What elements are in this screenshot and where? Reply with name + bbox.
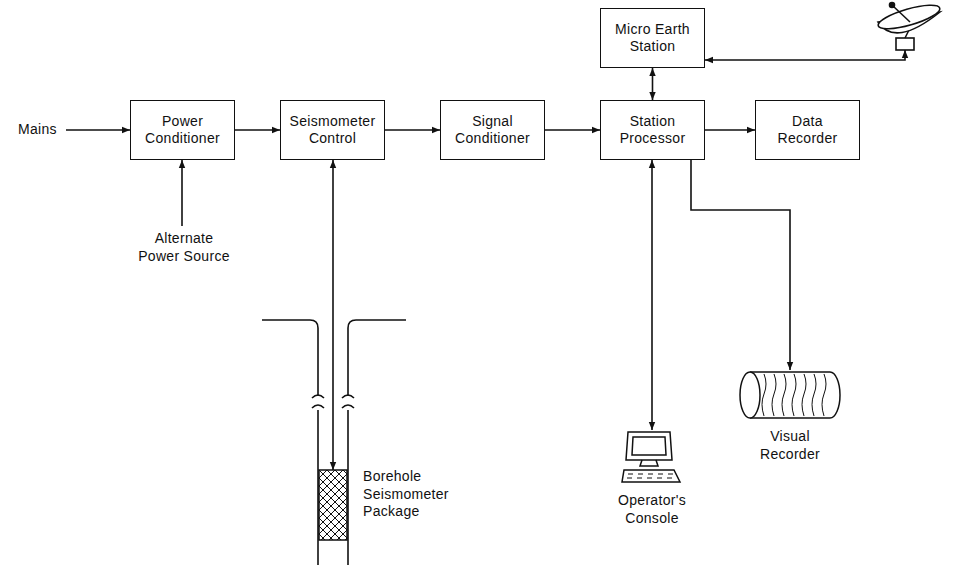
satellite-dish	[876, 0, 942, 50]
drum-icon: Visual Recorder	[740, 370, 840, 420]
box-label: Signal Conditioner	[447, 113, 538, 148]
alternate-power-arrow	[181, 160, 183, 226]
signal-arrow	[691, 160, 790, 370]
signal-label: Mains	[16, 121, 59, 139]
process-box: Micro Earth Station	[600, 8, 705, 68]
signal-arrow	[385, 129, 440, 131]
signal-arrow	[332, 160, 334, 470]
process-box: Power Conditioner	[130, 100, 235, 160]
console-outline	[622, 430, 682, 486]
process-box: Signal Conditioner	[440, 100, 545, 160]
mains-arrow	[66, 129, 130, 131]
box-label: Data Recorder	[762, 113, 853, 148]
process-box: Data Recorder	[755, 100, 860, 160]
borehole	[262, 320, 406, 565]
dish-link	[705, 50, 905, 60]
signal-arrow	[545, 129, 600, 131]
signal-arrow	[652, 68, 654, 100]
box-label: Station Processor	[607, 113, 698, 148]
signal-arrow	[651, 160, 653, 430]
process-box: Seismometer Control	[280, 100, 385, 160]
icon-label: Borehole Seismometer Package	[363, 468, 467, 521]
console-icon: Operator's Console	[622, 430, 682, 486]
box-label: Micro Earth Station	[607, 21, 698, 56]
package-icon: Borehole Seismometer Package	[319, 470, 347, 540]
icon-label: Visual Recorder	[748, 428, 832, 463]
process-box: Station Processor	[600, 100, 705, 160]
icon-label: Operator's Console	[600, 492, 704, 527]
box-label: Seismometer Control	[287, 113, 378, 148]
package-outline	[319, 470, 347, 540]
signal-arrow	[705, 129, 755, 131]
signal-arrow	[235, 129, 280, 131]
signal-label: Alternate Power Source	[134, 230, 234, 265]
drum-outline	[740, 370, 840, 420]
box-label: Power Conditioner	[137, 113, 228, 148]
